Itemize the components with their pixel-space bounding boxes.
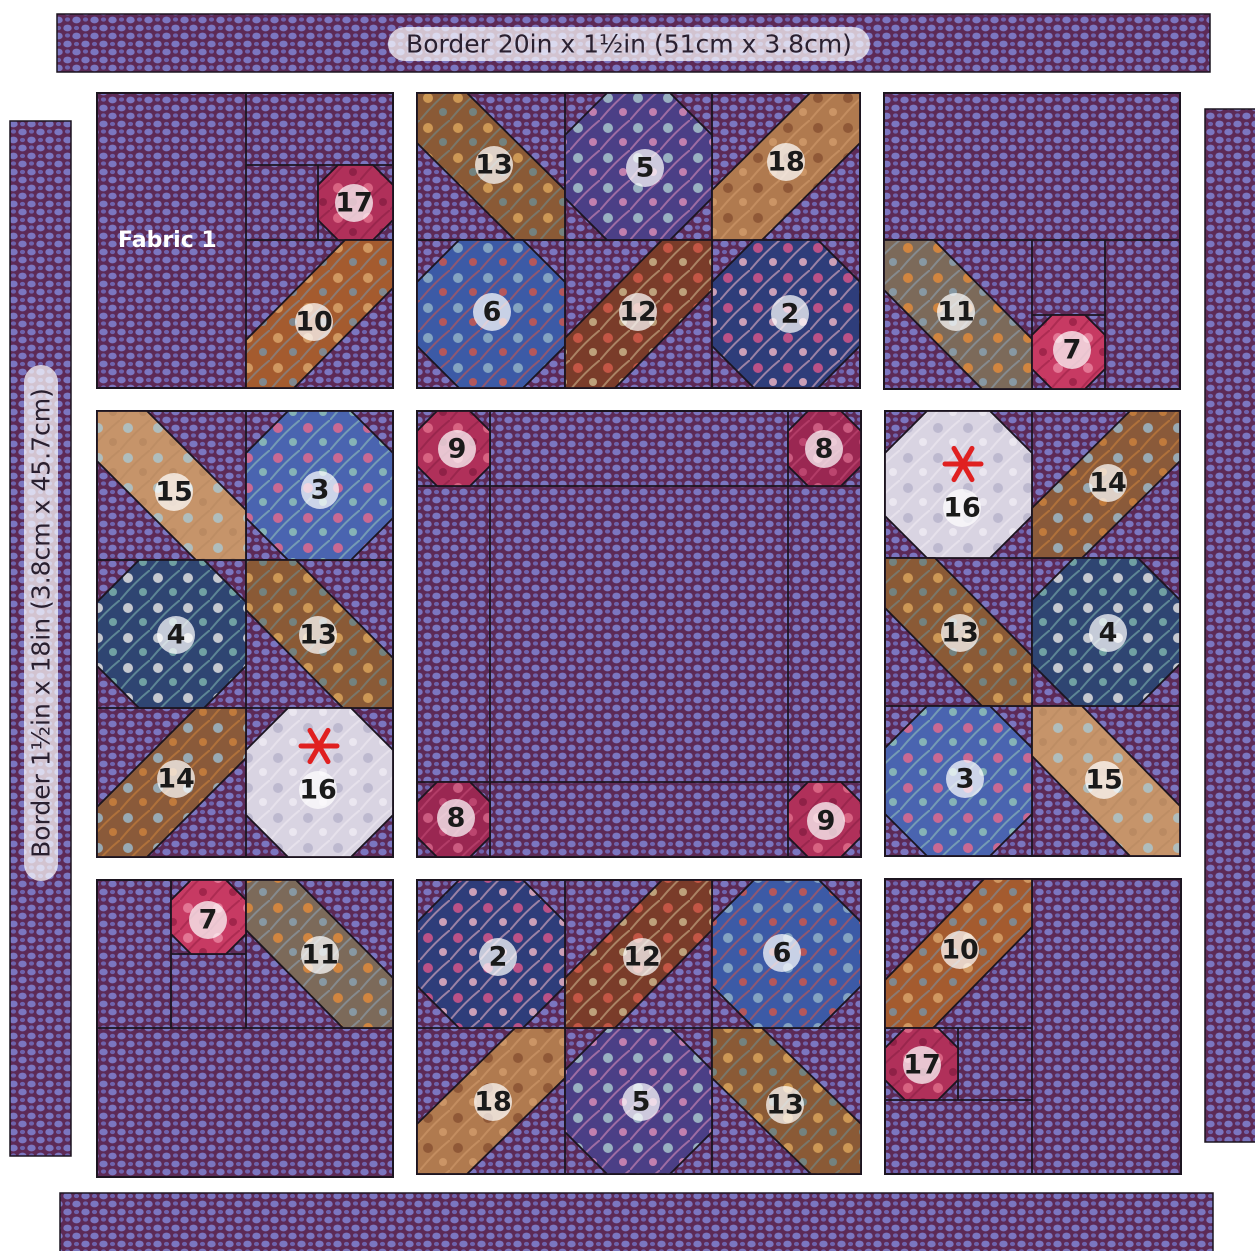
piece-number-label: 10	[941, 935, 979, 966]
piece-number-label: 4	[167, 620, 186, 651]
piece-number-label: 15	[1085, 765, 1123, 796]
piece-number-label: 17	[903, 1050, 941, 1081]
fabric-piece-16-20	[885, 411, 1032, 558]
piece-number-label: 13	[766, 1090, 804, 1121]
border-right	[1205, 109, 1255, 1142]
piece-number-label: 11	[937, 297, 975, 328]
piece-number-label: 4	[1099, 618, 1118, 649]
piece-number-label: 13	[941, 618, 979, 649]
piece-number-label: 2	[781, 299, 800, 330]
border-top-label-group: Border 20in x 1½in (51cm x 3.8cm)	[388, 27, 870, 61]
border-left-label: Border 1½in x 18in (3.8cm x 45.7cm)	[27, 388, 56, 858]
piece-number-label: 8	[815, 434, 834, 465]
piece-number-label: 6	[483, 297, 502, 328]
piece-number-label: 14	[1089, 468, 1127, 499]
quilt-blocks	[97, 93, 1181, 1177]
piece-number-label: 9	[817, 806, 836, 837]
piece-number-label: 13	[299, 620, 337, 651]
piece-number-label: 16	[943, 493, 981, 524]
piece-number-label: 16	[299, 775, 337, 806]
piece-number-label: 7	[199, 905, 218, 936]
piece-number-label: 11	[301, 940, 339, 971]
piece-number-label: 6	[773, 938, 792, 969]
piece-number-label: 8	[447, 803, 466, 834]
piece-number-label: 7	[1063, 335, 1082, 366]
piece-number-label: 12	[623, 942, 661, 973]
border-bottom	[60, 1193, 1213, 1251]
piece-number-label: 2	[489, 942, 508, 973]
border-left-label-group: Border 1½in x 18in (3.8cm x 45.7cm)	[24, 365, 58, 881]
fabric-1-label: Fabric 1	[118, 228, 217, 253]
border-top-label: Border 20in x 1½in (51cm x 3.8cm)	[406, 30, 852, 59]
piece-number-label: 9	[448, 434, 467, 465]
piece-number-label: 10	[295, 307, 333, 338]
piece-number-label: 3	[311, 475, 330, 506]
piece-number-label: 17	[335, 188, 373, 219]
piece-number-label: 18	[767, 147, 805, 178]
quilt-block-5	[417, 411, 861, 857]
piece-number-label: 14	[157, 764, 195, 795]
piece-number-label: 5	[636, 153, 655, 184]
piece-number-label: 18	[474, 1087, 512, 1118]
piece-number-label: 15	[155, 477, 193, 508]
piece-number-label: 12	[619, 297, 657, 328]
piece-number-label: 5	[632, 1087, 651, 1118]
piece-number-label: 13	[475, 150, 513, 181]
piece-number-label: 3	[956, 764, 975, 795]
